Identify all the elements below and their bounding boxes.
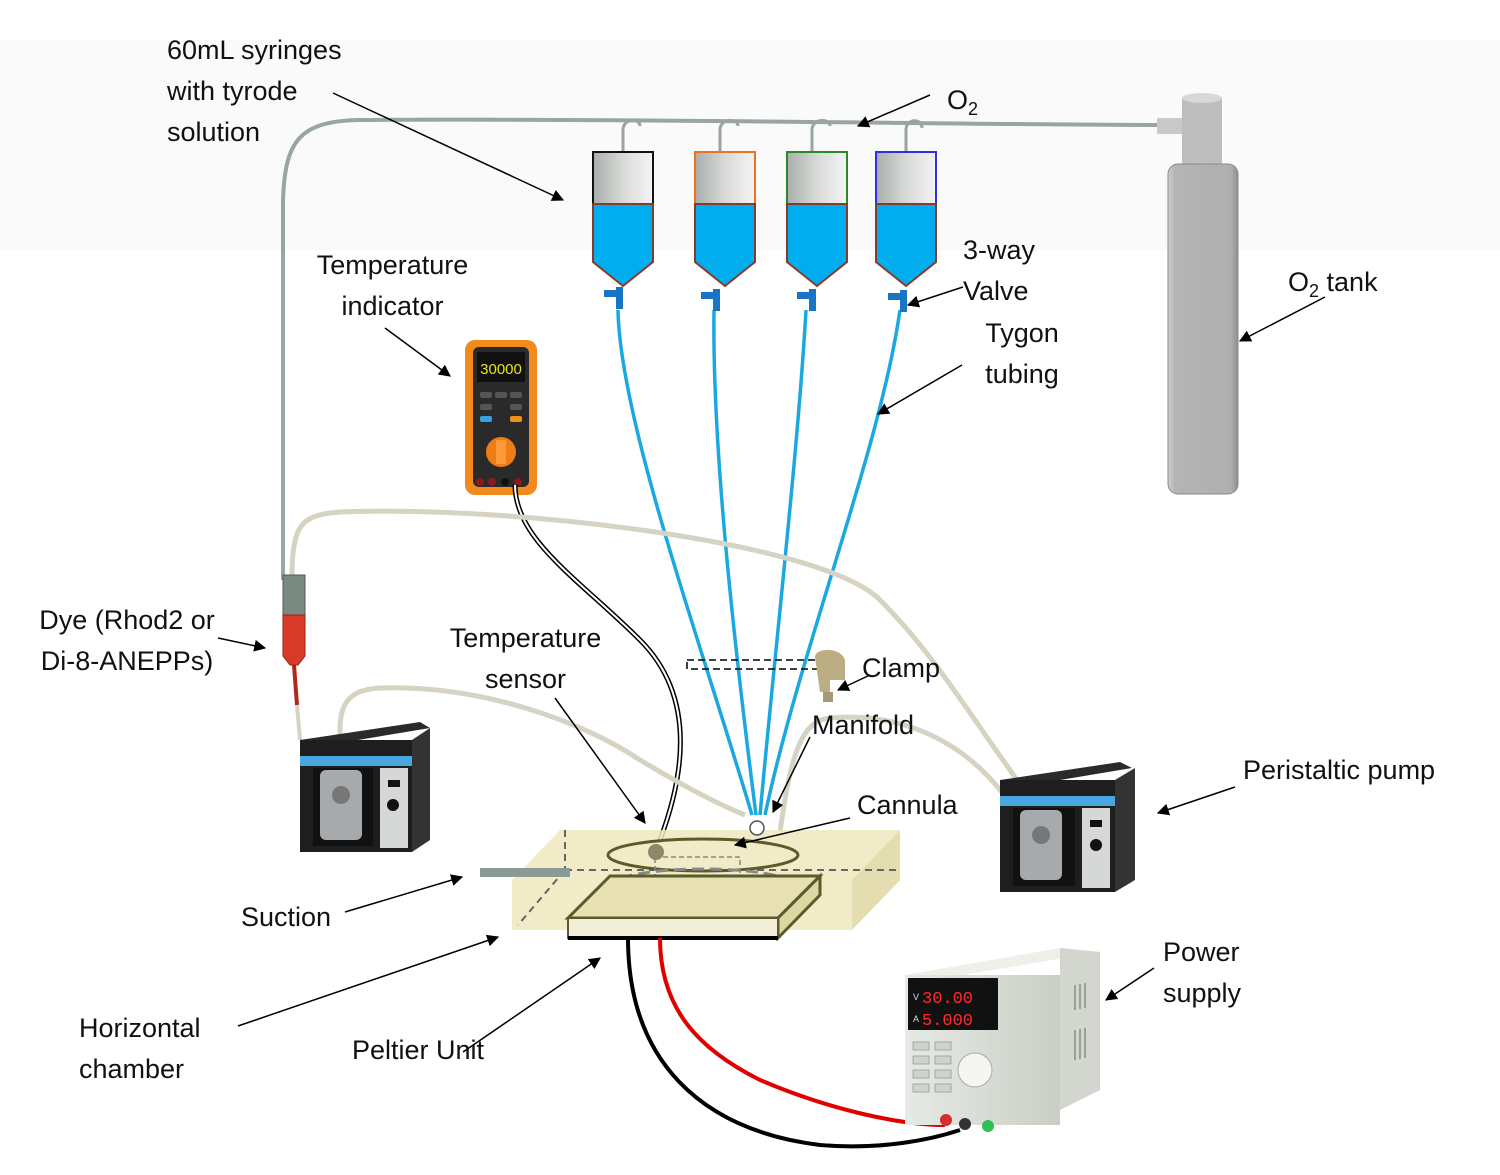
syringe-solution bbox=[786, 203, 848, 288]
label-dye: Dye (Rhod2 or Di-8-ANEPPs) bbox=[22, 600, 232, 682]
label-power-supply: Power supply bbox=[1163, 932, 1241, 1014]
label-temp-indicator-line-2: indicator bbox=[341, 291, 444, 321]
label-temp-sensor-line-2: sensor bbox=[484, 664, 567, 694]
label-syringes-line-1: 60mL syringes bbox=[167, 35, 342, 65]
syringe-barrel bbox=[694, 151, 756, 205]
arrow-syringes bbox=[332, 92, 565, 201]
arrow-pump bbox=[1156, 786, 1236, 816]
arrow-o2-tank bbox=[1238, 296, 1326, 342]
label-power-line-1: Power bbox=[1163, 937, 1240, 967]
label-chamber-line-1: Horizontal bbox=[79, 1013, 201, 1043]
label-three-way-valve: 3-way Valve bbox=[963, 230, 1035, 312]
clamp-device bbox=[686, 649, 845, 702]
leader-arrows bbox=[217, 92, 1326, 1053]
arrow-o2 bbox=[856, 94, 931, 128]
label-syringes-line-3: solution bbox=[167, 117, 261, 147]
arrow-temp-indicator bbox=[384, 327, 451, 377]
peltier-unit bbox=[564, 872, 824, 942]
peristaltic-pump-left bbox=[300, 722, 430, 852]
label-dye-line-2: Di-8-ANEPPs) bbox=[40, 646, 214, 676]
label-o2-tank: O2 tank bbox=[1288, 262, 1378, 303]
three-way-valves bbox=[604, 287, 907, 312]
arrow-manifold bbox=[772, 736, 811, 814]
label-valve-line-1: 3-way bbox=[963, 235, 1036, 265]
label-suction: Suction bbox=[241, 902, 332, 932]
label-temp-sensor-line-1: Temperature bbox=[449, 623, 602, 653]
syringe-barrel bbox=[875, 151, 937, 205]
syringe-solution bbox=[694, 203, 756, 288]
power-wires bbox=[626, 937, 961, 1149]
label-tygon-line-1: Tygon bbox=[985, 318, 1059, 348]
label-o2-tank-main: O bbox=[1288, 267, 1310, 297]
label-clamp: Clamp bbox=[862, 653, 941, 683]
label-temperature-sensor: Temperature sensor bbox=[428, 618, 623, 700]
arrow-cannula bbox=[733, 817, 851, 849]
label-horizontal-chamber: Horizontal chamber bbox=[79, 1008, 201, 1090]
arrow-valve bbox=[906, 286, 964, 308]
peristaltic-pump-right bbox=[1000, 762, 1135, 892]
label-o2-main: O bbox=[947, 85, 969, 115]
syringe-solution bbox=[875, 203, 937, 288]
psu-v-label: V bbox=[913, 992, 919, 1002]
tygon-tubing bbox=[616, 309, 902, 816]
label-dye-line-1: Dye (Rhod2 or bbox=[39, 605, 215, 635]
psu-current-display: 5.000 bbox=[922, 1012, 973, 1031]
label-o2-tank-suffix: tank bbox=[1319, 267, 1378, 297]
arrow-chamber bbox=[237, 934, 500, 1027]
label-chamber-line-2: chamber bbox=[79, 1054, 185, 1084]
psu-voltage-display: 30.00 bbox=[922, 990, 973, 1009]
label-o2-sub: 2 bbox=[968, 99, 979, 119]
o2-tank bbox=[1157, 93, 1239, 495]
arrow-suction bbox=[344, 874, 464, 913]
temperature-sensor-wire bbox=[512, 484, 683, 841]
syringe-solution bbox=[592, 203, 654, 288]
syringe-group bbox=[592, 151, 937, 288]
syringe-barrel bbox=[592, 151, 654, 205]
power-supply-device: V A 30.00 5.000 bbox=[905, 948, 1100, 1132]
label-power-line-2: supply bbox=[1163, 978, 1242, 1008]
arrow-tygon bbox=[876, 364, 963, 415]
label-tygon-tubing: Tygon tubing bbox=[972, 313, 1072, 395]
label-syringes: 60mL syringes with tyrode solution bbox=[167, 30, 342, 153]
label-temperature-indicator: Temperature indicator bbox=[295, 245, 490, 327]
label-tygon-line-2: tubing bbox=[985, 359, 1059, 389]
dye-syringe bbox=[282, 574, 306, 741]
o2-syringe-feeds bbox=[621, 119, 924, 250]
arrow-power-supply bbox=[1105, 967, 1155, 1001]
label-o2: O2 bbox=[947, 80, 978, 121]
label-peltier-unit: Peltier Unit bbox=[352, 1035, 485, 1065]
label-temp-indicator-line-1: Temperature bbox=[316, 250, 469, 280]
label-valve-line-2: Valve bbox=[963, 276, 1029, 306]
label-cannula: Cannula bbox=[857, 790, 958, 820]
label-peristaltic-pump: Peristaltic pump bbox=[1243, 755, 1436, 785]
label-o2-tank-sub: 2 bbox=[1309, 281, 1320, 301]
multimeter-display: 30000 bbox=[480, 361, 522, 378]
o2-line bbox=[281, 117, 1166, 580]
label-syringes-line-2: with tyrode bbox=[167, 76, 298, 106]
arrow-peltier bbox=[462, 957, 601, 1053]
syringe-barrel bbox=[786, 151, 848, 205]
arrow-dye bbox=[217, 637, 267, 652]
arrow-temp-sensor bbox=[554, 697, 646, 824]
temperature-indicator-device: 30000 bbox=[465, 340, 537, 495]
arrow-clamp bbox=[836, 674, 871, 691]
label-manifold: Manifold bbox=[812, 710, 915, 740]
psu-a-label: A bbox=[913, 1014, 919, 1024]
